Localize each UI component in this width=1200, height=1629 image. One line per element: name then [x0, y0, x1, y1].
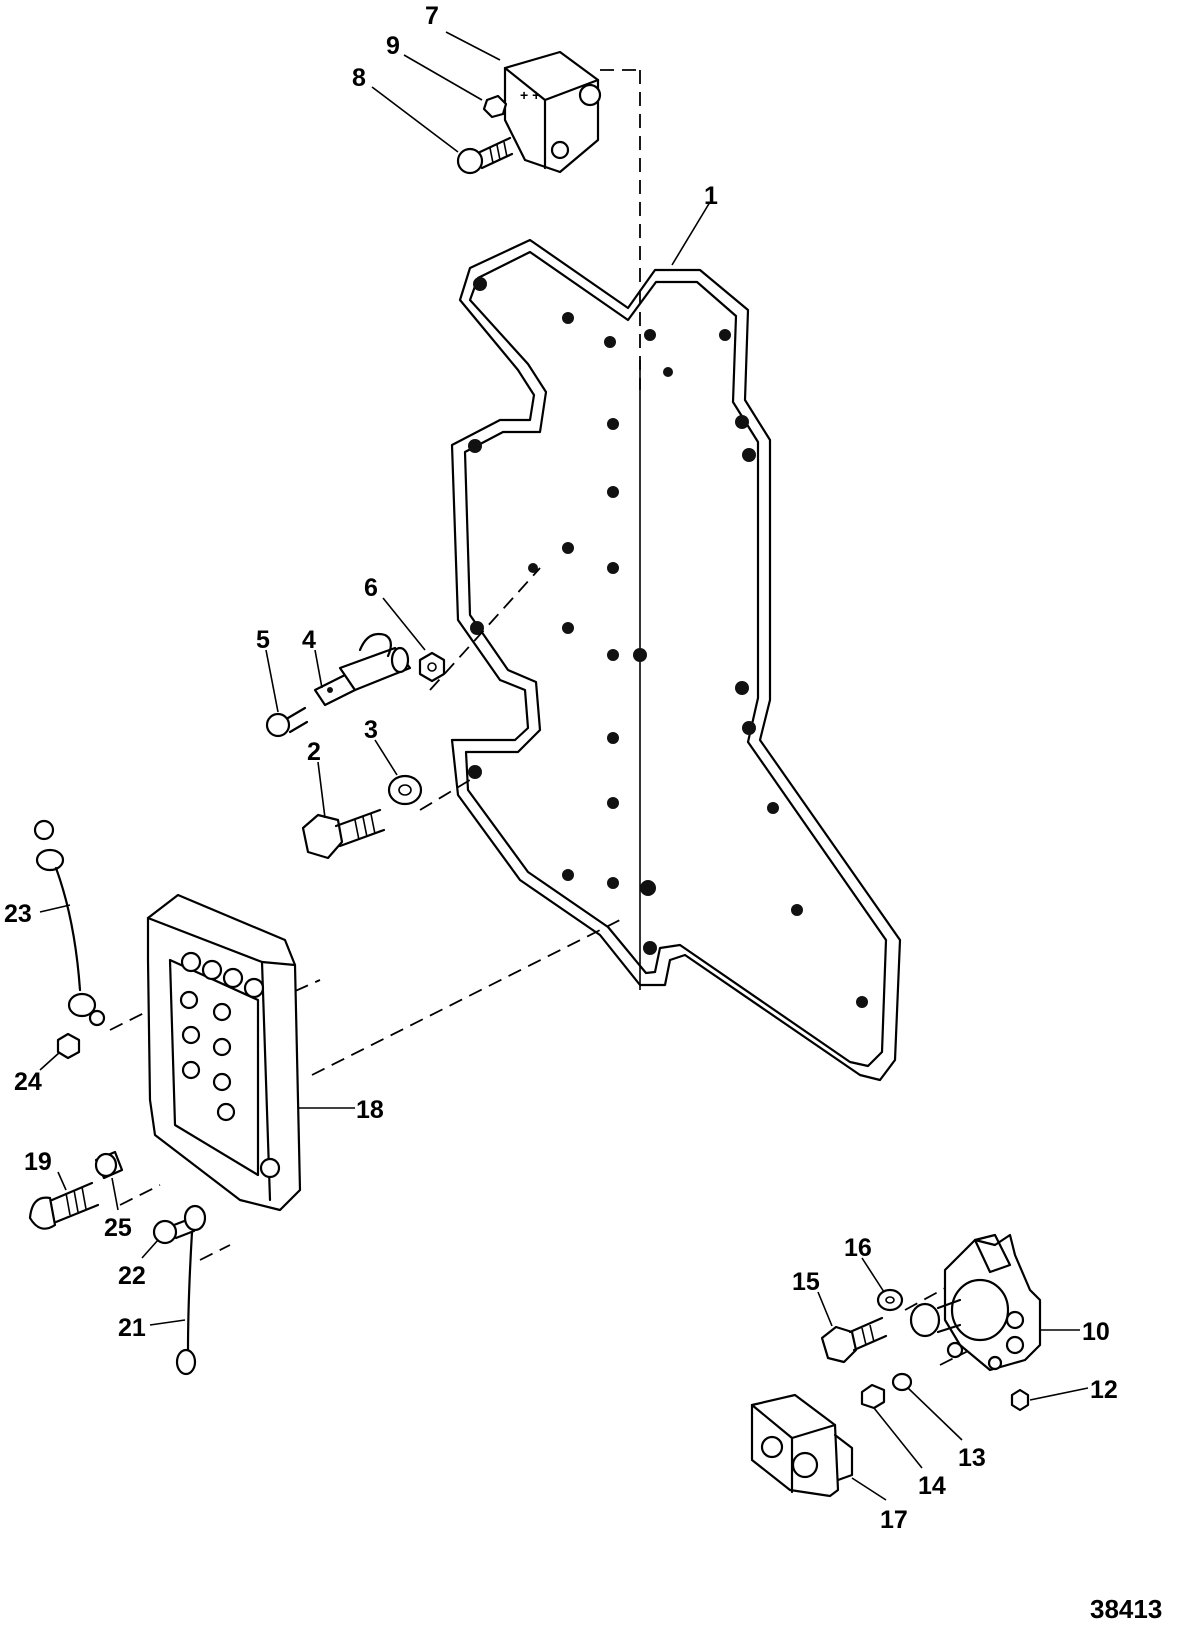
lead-23: [33, 819, 106, 1027]
callout-3: 3: [364, 716, 378, 744]
nut-6: [418, 651, 446, 683]
bolt-19: [28, 1181, 100, 1230]
plate-holes: [468, 277, 868, 1008]
washer-3: [387, 774, 423, 806]
callout-6: 6: [364, 574, 378, 602]
screw-8: [456, 136, 514, 175]
callout-16: 16: [844, 1234, 872, 1262]
washer-16: [876, 1288, 904, 1312]
spacer-25: [94, 1150, 124, 1180]
lead-21: [175, 1204, 207, 1376]
callout-8: 8: [352, 64, 366, 92]
clamp-4: [313, 632, 412, 707]
nut-24: [56, 1032, 81, 1060]
bolt-2: [301, 808, 386, 860]
callout-7: 7: [425, 2, 439, 30]
callout-15: 15: [792, 1268, 820, 1296]
screw-22: [152, 1216, 196, 1245]
callout-2: 2: [307, 738, 321, 766]
nut-9: [482, 94, 508, 119]
nut-14: [860, 1383, 886, 1410]
callout-19: 19: [24, 1148, 52, 1176]
callout-4: 4: [302, 626, 316, 654]
callout-24: 24: [14, 1068, 42, 1096]
bracket-17: [750, 1393, 854, 1498]
callout-22: 22: [118, 1262, 146, 1290]
figure-number: 38413: [1090, 1594, 1162, 1624]
washer-13: [891, 1372, 913, 1392]
nut-12: [1010, 1388, 1030, 1412]
mounting-plate: [450, 238, 902, 1082]
bolt-15: [820, 1316, 888, 1364]
callout-14: 14: [918, 1472, 946, 1500]
callout-12: 12: [1090, 1376, 1118, 1404]
callout-1: 1: [704, 182, 718, 210]
screw-5: [265, 706, 309, 738]
callout-23: 23: [4, 900, 32, 928]
callout-5: 5: [256, 626, 270, 654]
callout-17: 17: [880, 1506, 908, 1534]
callout-9: 9: [386, 32, 400, 60]
callout-13: 13: [958, 1444, 986, 1472]
callout-18: 18: [356, 1096, 384, 1124]
terminal-block: + +: [503, 50, 602, 174]
svg-text:+ +: + +: [520, 87, 540, 103]
control-box-18: [146, 893, 302, 1212]
solenoid-10: [909, 1233, 1042, 1372]
callout-labels: 1 2 3 4 5 6 7 8 9 10 12 13 14 15 16 17 1…: [4, 2, 1118, 1534]
callout-25: 25: [104, 1214, 132, 1242]
callout-21: 21: [118, 1314, 146, 1342]
callout-10: 10: [1082, 1318, 1110, 1346]
leader-lines: [39, 31, 1089, 1501]
box-terminals: [179, 951, 281, 1179]
